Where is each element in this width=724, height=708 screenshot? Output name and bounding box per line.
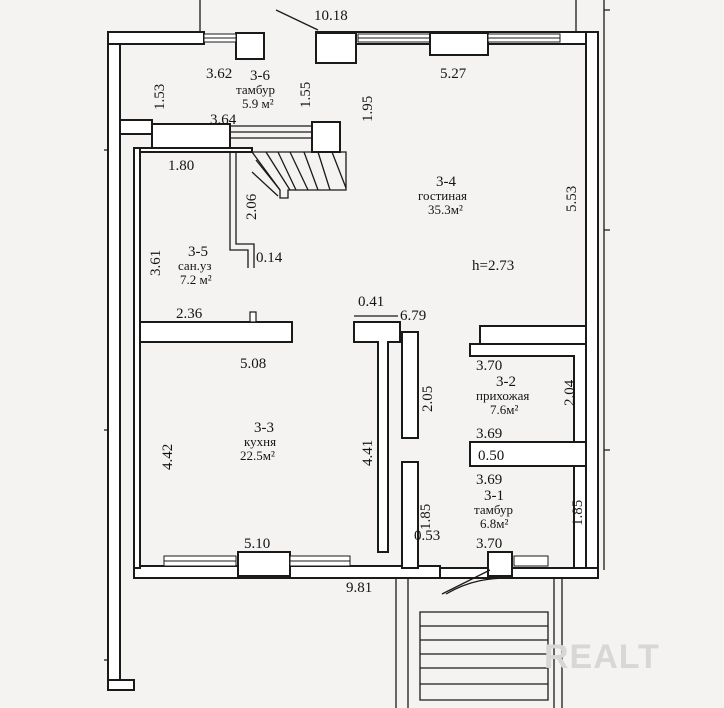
staircase — [250, 151, 347, 199]
room-number: 3-3 — [254, 420, 274, 436]
window-kitchen — [163, 555, 237, 567]
dim-living-right: 5.53 — [564, 186, 580, 212]
dim-wall-thickness: 0.50 — [478, 448, 504, 464]
dim-stair-gap: 1.95 — [360, 96, 376, 122]
dim-tambur1-bottom: 3.70 — [476, 536, 502, 552]
wall-bath-top — [135, 147, 253, 153]
watermark-logo: REALT — [544, 638, 660, 676]
room-name: тамбур — [236, 82, 275, 97]
room-3-4: 3-4 гостиная 35.3м² — [418, 174, 467, 217]
dim-top-overall: 10.18 — [314, 8, 348, 24]
dim-bath-stair: 2.06 — [244, 193, 260, 220]
dim-hall-left: 2.05 — [420, 386, 436, 412]
room-name: кухня — [244, 434, 276, 449]
duct-line — [229, 152, 249, 268]
room-3-6: 3-6 тамбур 5.9 м² — [236, 68, 275, 111]
dim-tambur1-right: 1.85 — [570, 500, 586, 526]
dim-tambur6-width: 3.62 — [206, 66, 232, 82]
dim-bath-bottom: 2.36 — [176, 306, 203, 322]
room-number: 3-6 — [250, 68, 270, 84]
outer-wall-top-left — [107, 31, 205, 45]
dim-hall-right: 2.04 — [562, 379, 578, 406]
room-3-5: 3-5 сан.уз 7.2 м² — [178, 244, 212, 287]
room-3-1: 3-1 тамбур 6.8м² — [474, 488, 513, 531]
room-area: 5.9 м² — [242, 96, 274, 111]
column-stair — [311, 121, 341, 153]
outer-wall-bottom-right — [437, 567, 599, 579]
room-number: 3-2 — [496, 374, 516, 390]
ceiling-height: h=2.73 — [472, 258, 514, 274]
dim-tambur1-top: 3.69 — [476, 472, 502, 488]
dim-kitchen-bottom: 5.10 — [244, 536, 270, 552]
wall-tambur-1-right — [573, 465, 587, 569]
window-kitchen-2 — [289, 555, 351, 567]
door-stop — [249, 311, 257, 323]
room-area: 7.6м² — [490, 402, 518, 417]
stair-rail — [230, 125, 312, 139]
outer-wall-left — [107, 31, 121, 691]
outer-wall-right — [585, 31, 599, 569]
room-3-2: 3-2 прихожая 7.6м² — [476, 374, 529, 417]
room-name: прихожая — [476, 388, 529, 403]
room-area: 35.3м² — [428, 202, 463, 217]
leader-line-top — [275, 9, 319, 31]
window-top-2 — [487, 33, 561, 43]
dim-partition-gap: 0.41 — [358, 294, 384, 310]
room-area: 6.8м² — [480, 516, 508, 531]
duct-line-inner — [235, 152, 255, 268]
column-tambur-6 — [235, 32, 265, 60]
dim-living-bottom: 6.79 — [400, 308, 426, 324]
dim-bath-left: 3.61 — [148, 250, 164, 276]
dim-kitchen-left: 4.42 — [160, 444, 176, 470]
window-tambur-6 — [203, 33, 237, 43]
dim-kitchen-right: 4.41 — [360, 440, 376, 466]
dim-hall-bottom: 3.69 — [476, 426, 502, 442]
column-top-left — [315, 32, 357, 64]
window-top-1 — [357, 33, 431, 43]
wall-tambur-6-left — [119, 119, 153, 135]
dim-tambur6-bottom: 3.64 — [210, 112, 237, 128]
wall-bath-kitchen — [135, 321, 293, 343]
room-area: 22.5м² — [240, 448, 275, 463]
dim-kitchen-top: 5.08 — [240, 356, 266, 372]
room-name: тамбур — [474, 502, 513, 517]
pier-top — [429, 32, 489, 56]
room-number: 3-5 — [188, 244, 208, 260]
dim-tambur1-gap: 0.53 — [414, 528, 440, 544]
dim-tambur1-left: 1.85 — [418, 504, 434, 530]
dim-hall-top: 3.70 — [476, 358, 502, 374]
wall-left-inner — [133, 147, 141, 569]
room-3-3: 3-3 кухня 22.5м² — [240, 420, 276, 463]
porch-stairs — [395, 569, 563, 708]
outer-wall-bottom-left — [107, 679, 135, 691]
window-entry — [513, 555, 549, 567]
wall-corridor — [401, 331, 419, 439]
room-area: 7.2 м² — [180, 272, 212, 287]
wall-living-hall — [479, 325, 587, 345]
room-number: 3-4 — [436, 174, 456, 190]
wall-kitchen-hall — [353, 321, 401, 553]
tick-marks — [104, 9, 610, 661]
pier-entry — [487, 551, 513, 577]
dim-living-top: 5.27 — [440, 66, 467, 82]
dim-bath-gap: 0.14 — [256, 250, 283, 266]
dim-bath-top: 1.80 — [168, 158, 194, 174]
dim-tambur6-height: 1.53 — [152, 84, 168, 110]
dim-bottom-overall: 9.81 — [346, 580, 372, 596]
pier-kitchen — [237, 551, 291, 577]
room-name: сан.уз — [178, 258, 212, 273]
dim-tambur6-depth: 1.55 — [298, 82, 314, 108]
room-name: гостиная — [418, 188, 467, 203]
wall-tambur-1-left — [401, 461, 419, 569]
room-number: 3-1 — [484, 488, 504, 504]
